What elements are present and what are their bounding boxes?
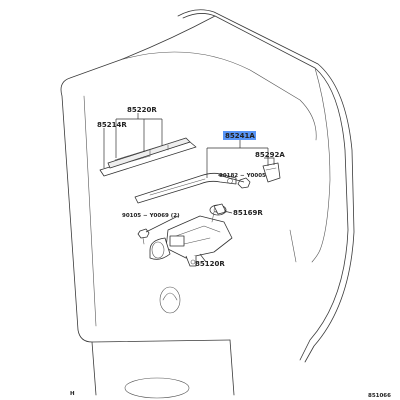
figure-id: 851066 bbox=[368, 393, 391, 399]
callout-85214r[interactable]: 85214R bbox=[97, 121, 127, 129]
selected-callout-highlight bbox=[223, 131, 256, 140]
callout-85169r[interactable]: 85169R bbox=[233, 209, 263, 217]
wiper-motor bbox=[149, 203, 233, 267]
callout-85241a[interactable]: 85241A bbox=[225, 132, 255, 140]
callout-85120r[interactable]: 85120R bbox=[195, 260, 225, 268]
callout-90182-y0005[interactable]: 90182 − Y0005 bbox=[219, 173, 266, 179]
wiper-arm-cap bbox=[262, 162, 281, 183]
callout-90105-y0069[interactable]: 90105 − Y0069 (2) bbox=[122, 213, 180, 219]
mounting-bolt bbox=[137, 228, 150, 245]
leader-lines bbox=[103, 113, 275, 263]
corner-mark: H bbox=[70, 391, 75, 397]
wiper-blade-assembly bbox=[99, 137, 197, 177]
wiper-nut bbox=[237, 177, 251, 189]
callout-85292a[interactable]: 85292A bbox=[255, 151, 285, 159]
callout-85220r[interactable]: 85220R bbox=[127, 106, 157, 114]
vehicle-body-outline bbox=[60, 9, 355, 399]
